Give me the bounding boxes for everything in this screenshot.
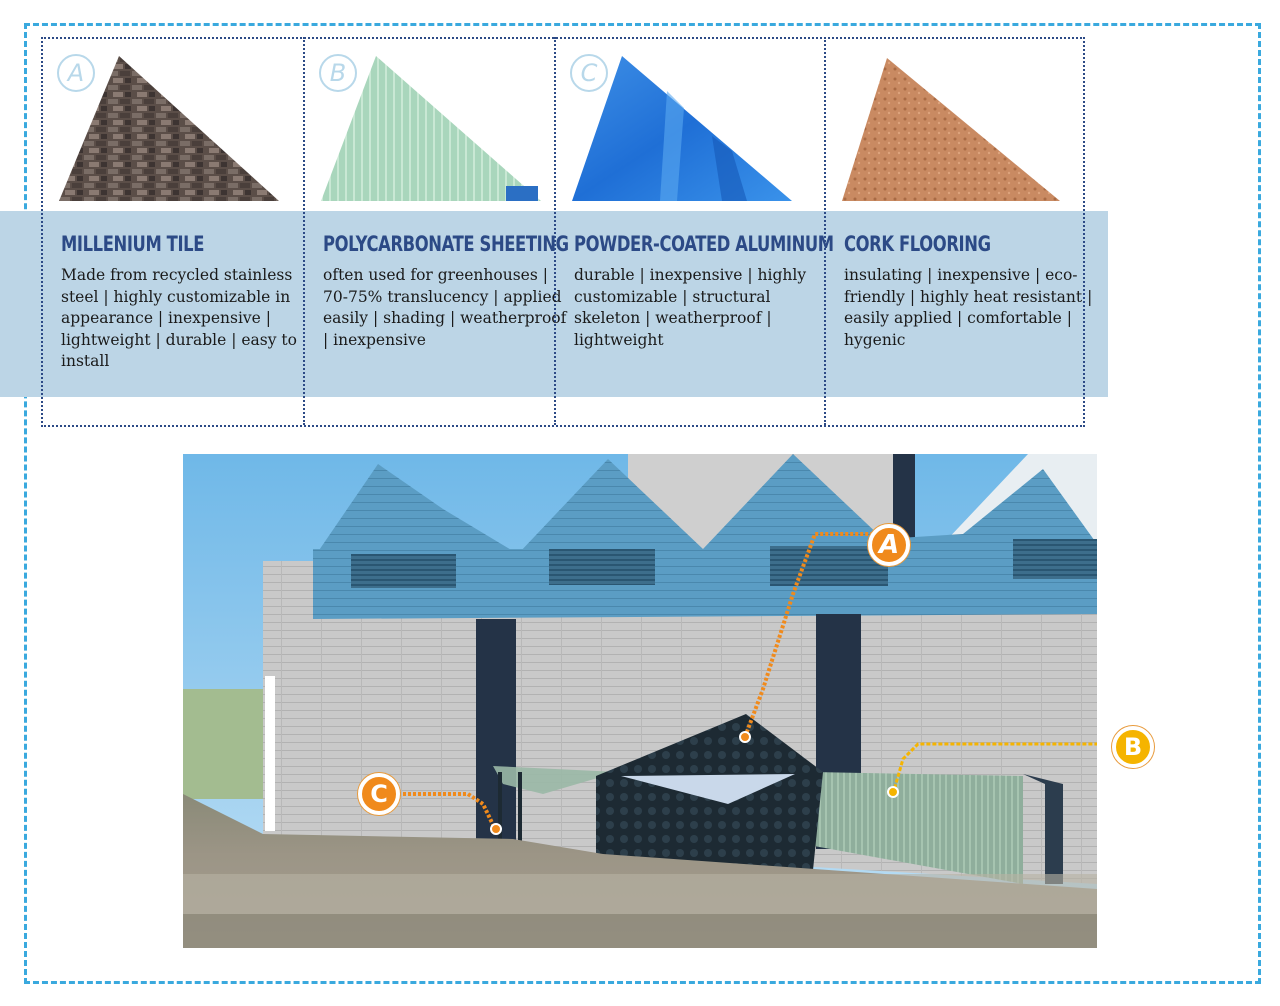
material-card-polycarbonate: B POLYCARBONATE SHEETING often used for … bbox=[305, 40, 569, 420]
material-card-aluminum: C POWDER-COATED ALUMINUM durable | inexp… bbox=[556, 40, 834, 420]
card-title: POLYCARBONATE SHEETING bbox=[323, 232, 569, 256]
card-description: insulating | inexpensive | eco-friendly … bbox=[844, 266, 1093, 349]
letter-badge-c: C bbox=[570, 54, 608, 92]
grid-divider bbox=[303, 37, 305, 425]
material-grid bbox=[41, 37, 1085, 427]
outer-frame bbox=[24, 23, 1261, 984]
callout-a: A bbox=[868, 524, 910, 566]
aluminum-swatch bbox=[572, 56, 792, 201]
building-scene bbox=[183, 454, 1118, 948]
card-title: MILLENIUM TILE bbox=[61, 232, 205, 256]
cork-swatch bbox=[842, 58, 1060, 201]
letter-badge-b: B bbox=[319, 54, 357, 92]
card-title: CORK FLOORING bbox=[844, 232, 991, 256]
callout-c: C bbox=[358, 773, 400, 815]
material-card-cork: CORK FLOORING insulating | inexpensive |… bbox=[826, 40, 1092, 420]
grid-divider bbox=[554, 37, 556, 425]
card-description: often used for greenhouses | 70-75% tran… bbox=[323, 266, 567, 349]
letter-badge-a: A bbox=[57, 54, 95, 92]
card-description: Made from recycled stainless steel | hig… bbox=[61, 266, 297, 370]
card-description: durable | inexpensive | highly customiza… bbox=[574, 266, 807, 349]
polycarbonate-swatch bbox=[321, 56, 541, 201]
card-title: POWDER-COATED ALUMINUM bbox=[574, 232, 834, 256]
callout-b: B bbox=[1112, 726, 1154, 768]
grid-divider bbox=[824, 37, 826, 425]
tile-swatch bbox=[59, 56, 279, 201]
material-card-millenium-tile: A MILLENIUM TILE Made from recycled stai… bbox=[43, 40, 303, 420]
building-rendering bbox=[183, 454, 1118, 948]
